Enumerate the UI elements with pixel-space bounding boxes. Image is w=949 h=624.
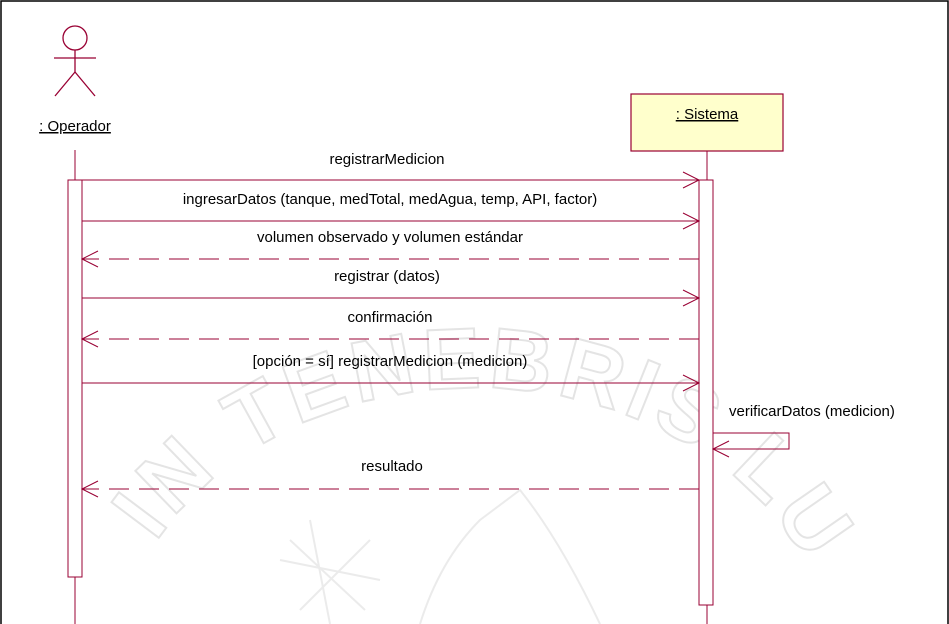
system-object-label: : Sistema <box>676 106 739 123</box>
message-verificar-datos-self: verificarDatos (medicion) <box>711 403 895 458</box>
message-registrar-medicion: registrarMedicion <box>75 151 701 189</box>
message-label: [opción = sí] registrarMedicion (medicio… <box>253 353 528 370</box>
message-label: registrar (datos) <box>334 268 440 285</box>
message-label: registrarMedicion <box>329 151 444 168</box>
svg-text:LUX IN TENEBRIS LUCET: LUX IN TENEBRIS LUCET <box>0 0 870 579</box>
message-label: resultado <box>361 458 423 475</box>
message-registrar-medicion-condicional: [opción = sí] registrarMedicion (medicio… <box>82 353 701 392</box>
actor-activation-bar <box>67 179 83 578</box>
message-label: confirmación <box>347 309 432 326</box>
system-object-box <box>630 93 784 152</box>
stick-figure-actor-icon <box>54 25 96 97</box>
message-volumen-return: volumen observado y volumen estándar <box>80 229 699 268</box>
message-ingresar-datos: ingresarDatos (tanque, medTotal, medAgua… <box>82 191 701 230</box>
message-resultado-return: resultado <box>80 458 699 498</box>
message-confirmacion-return: confirmación <box>80 309 699 348</box>
actor-label: : Operador <box>39 118 111 135</box>
message-label: volumen observado y volumen estándar <box>257 229 523 246</box>
message-registrar-datos: registrar (datos) <box>82 268 701 307</box>
system-activation-bar <box>698 179 714 606</box>
message-label: ingresarDatos (tanque, medTotal, medAgua… <box>183 191 597 208</box>
message-label: verificarDatos (medicion) <box>729 403 895 420</box>
